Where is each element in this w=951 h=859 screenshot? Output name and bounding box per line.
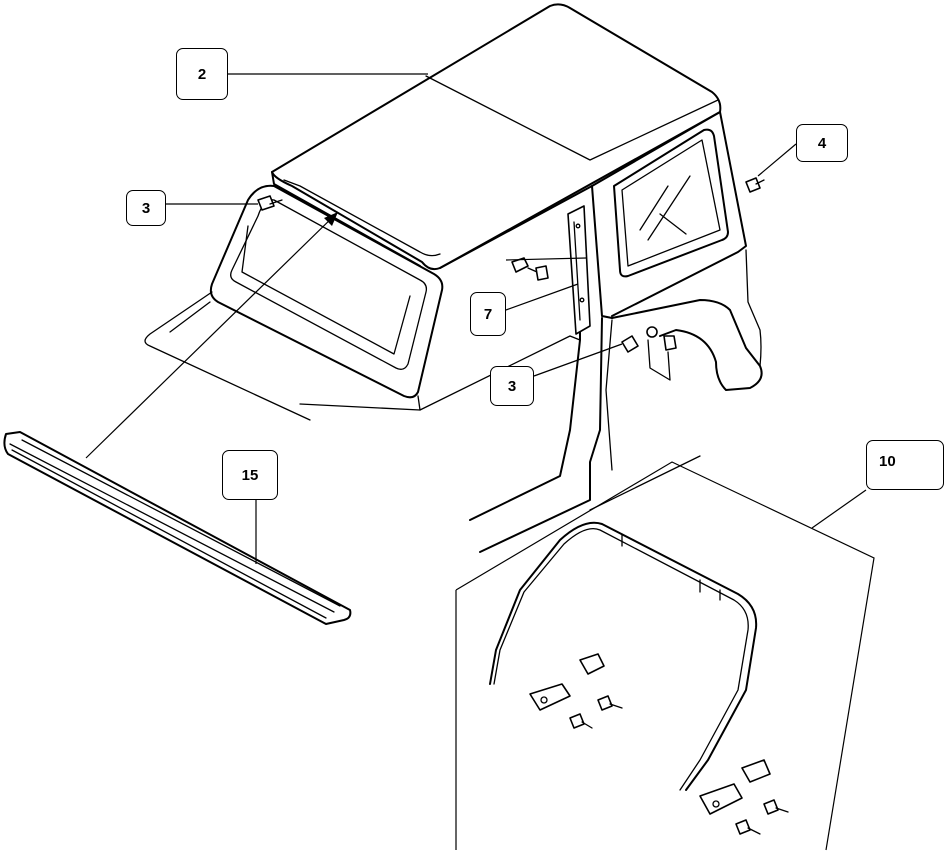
detail-box-outline [455,461,875,851]
leader-3-mid [533,343,623,377]
door-post-bracket [567,205,591,335]
door-seal-frame-detail [489,521,758,791]
callout-10: 10 [866,440,944,490]
leader-7 [505,283,579,311]
leader-4 [757,143,797,177]
callout-15: 15 [222,450,278,500]
roof-screw [257,195,283,211]
screw-washer-assembly [505,257,587,281]
callout-7: 7 [470,292,506,336]
side-clip [745,177,765,193]
hinge-parts-lower [699,759,789,835]
door-nut-bolt [621,326,677,381]
pointer-arrow [85,211,339,459]
callout-4: 4 [796,124,848,162]
side-window [613,128,729,278]
hinge-parts-upper [529,653,623,729]
callout-2: 2 [176,48,228,100]
vehicle-body-outline [144,249,763,553]
hardtop-roof [271,3,747,319]
callout-3-top: 3 [126,190,166,226]
windshield-seal-strip [3,431,352,625]
leader-10 [811,489,867,529]
callout-3-mid: 3 [490,366,534,406]
